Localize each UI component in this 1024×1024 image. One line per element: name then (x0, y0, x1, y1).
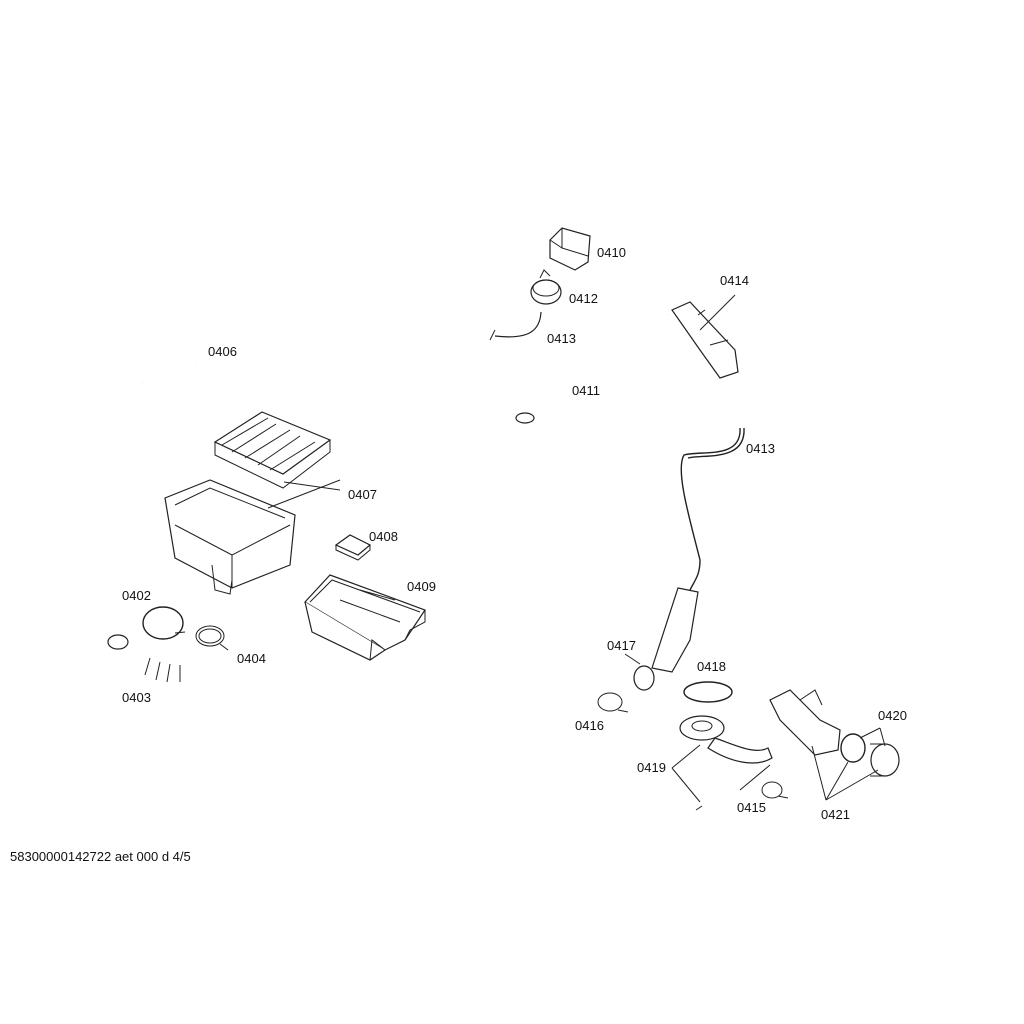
label-0416: 0416 (575, 718, 604, 733)
part-0411-hose (603, 358, 640, 417)
part-0413-tube-right (680, 427, 745, 591)
part-0403-bellows-hose (106, 634, 208, 692)
part-0409-drawer (304, 574, 426, 661)
label-0420: 0420 (878, 708, 907, 723)
diagram-footer-code: 58300000142722 aet 000 d 4/5 (10, 849, 191, 864)
label-0408: 0408 (369, 529, 398, 544)
label-0418: 0418 (697, 659, 726, 674)
label-0410: 0410 (597, 245, 626, 260)
label-0406: 0406 (208, 344, 237, 359)
part-0415-spring-clamp (761, 781, 789, 799)
label-0421: 0421 (821, 807, 850, 822)
part-0404-spring-clamp (195, 625, 229, 651)
label-0404: 0404 (237, 651, 266, 666)
part-0413-tube-top (489, 311, 542, 341)
label-0402: 0402 (122, 588, 151, 603)
part-0410 (549, 227, 591, 271)
part-0419-sump-bellows (671, 715, 773, 811)
label-0417: 0417 (607, 638, 636, 653)
label-0415: 0415 (737, 800, 766, 815)
label-0409: 0409 (407, 579, 436, 594)
part-0412-pressure-switch (530, 269, 562, 305)
part-0420-pump-filter (769, 689, 900, 801)
part-0417-pipe (624, 587, 699, 691)
part-0402-clamp (142, 606, 186, 640)
label-0413-top: 0413 (547, 331, 576, 346)
label-0403: 0403 (122, 690, 151, 705)
part-0407-dispenser (164, 411, 341, 595)
label-0413-right: 0413 (746, 441, 775, 456)
part-0414-hose-assembly (498, 294, 843, 684)
part-0416-spring-clamp (597, 692, 629, 713)
part-0408 (334, 534, 372, 561)
label-0419: 0419 (637, 760, 666, 775)
part-0406-hoses (140, 360, 242, 390)
label-0414: 0414 (720, 273, 749, 288)
label-0412: 0412 (569, 291, 598, 306)
label-0407: 0407 (348, 487, 377, 502)
part-0418-clamp-ring (683, 681, 733, 703)
label-0411: 0411 (572, 383, 600, 398)
